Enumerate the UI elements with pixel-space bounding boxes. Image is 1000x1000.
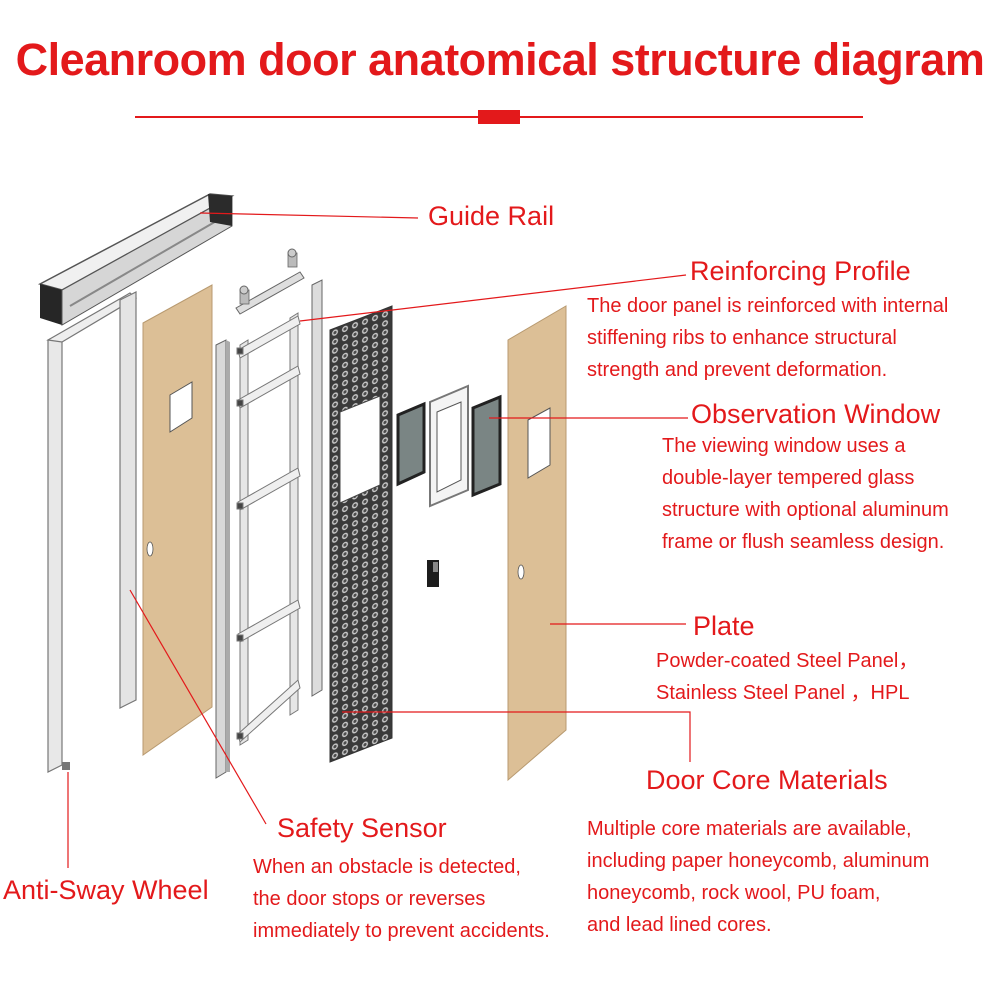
- desc-line: including paper honeycomb, aluminum: [587, 850, 930, 872]
- leader-door-core: [342, 711, 691, 762]
- desc-line: and lead lined cores.: [587, 914, 772, 936]
- desc-reinforcing-profile: The door panel is reinforced with intern…: [587, 290, 948, 386]
- edge-profile-part: [311, 279, 323, 697]
- desc-plate: Powder-coated Steel Panel， Stainless Ste…: [656, 645, 918, 709]
- desc-line: Multiple core materials are available,: [587, 818, 912, 840]
- desc-line: strength and prevent deformation.: [587, 359, 888, 381]
- left-door-panel: [142, 284, 213, 756]
- desc-line: When an obstacle is detected,: [253, 856, 521, 878]
- desc-line: stiffening ribs to enhance structural: [587, 327, 897, 349]
- door-core-part: [329, 305, 393, 763]
- desc-observation-window: The viewing window uses a double-layer t…: [662, 430, 949, 558]
- page-title: Cleanroom door anatomical structure diag…: [15, 34, 985, 85]
- desc-line: The viewing window uses a: [662, 435, 906, 457]
- leader-lines: [67, 212, 691, 868]
- label-observation-window: Observation Window: [691, 399, 941, 429]
- desc-line: Stainless Steel Panel ，HPL: [656, 682, 910, 704]
- door-frame-part: [46, 291, 138, 773]
- guide-rail-part: [37, 193, 235, 326]
- leader-guide-rail: [199, 212, 419, 219]
- door-hangers-part: [235, 248, 305, 315]
- label-plate: Plate: [693, 611, 755, 641]
- desc-safety-sensor: When an obstacle is detected, the door s…: [253, 851, 550, 947]
- label-door-core-materials: Door Core Materials: [646, 765, 888, 795]
- desc-line: the door stops or reverses: [253, 888, 486, 910]
- label-anti-sway-wheel: Anti-Sway Wheel: [3, 875, 209, 905]
- observation-window-parts: [396, 384, 502, 508]
- title-divider-accent: [478, 110, 520, 124]
- leader-reinforcing-profile: [299, 274, 687, 322]
- desc-door-core-materials: Multiple core materials are available, i…: [587, 813, 929, 941]
- right-door-panel: [507, 305, 567, 782]
- desc-line: Powder-coated Steel Panel，: [656, 650, 919, 672]
- desc-line: honeycomb, rock wool, PU foam,: [587, 882, 881, 904]
- desc-line: immediately to prevent accidents.: [253, 920, 550, 942]
- desc-line: The door panel is reinforced with intern…: [587, 295, 949, 317]
- label-reinforcing-profile: Reinforcing Profile: [690, 256, 911, 286]
- leader-safety-sensor: [129, 589, 267, 825]
- label-guide-rail: Guide Rail: [428, 201, 555, 231]
- desc-line: frame or flush seamless design.: [662, 531, 945, 553]
- sensor-block-part: [427, 560, 439, 587]
- reinforcing-ladder-part: [236, 312, 301, 746]
- desc-line: structure with optional aluminum: [662, 499, 949, 521]
- label-safety-sensor: Safety Sensor: [277, 813, 447, 843]
- side-profile-part: [215, 339, 230, 779]
- desc-line: double-layer tempered glass: [662, 467, 915, 489]
